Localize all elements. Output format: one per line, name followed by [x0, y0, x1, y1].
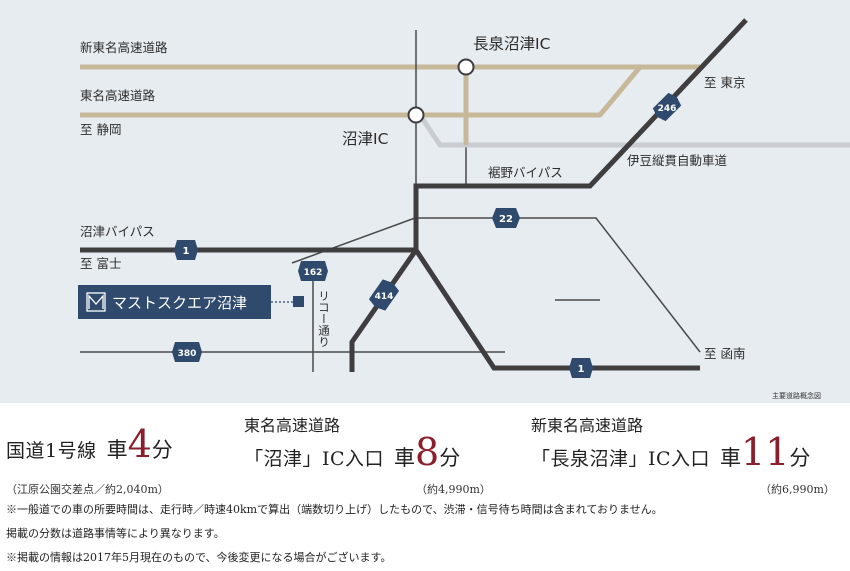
access-unit: 分: [151, 438, 173, 462]
property-location-marker: [293, 296, 304, 307]
access-route1: 国道1号線車4分: [6, 425, 173, 464]
road-minor-diagonal: [291, 217, 416, 264]
route-shield-icon: [569, 358, 593, 378]
access-minutes: 4: [127, 422, 152, 466]
badge-380: 380: [172, 342, 202, 362]
road-tomei: [80, 65, 642, 118]
route-shield-icon: [652, 92, 682, 122]
road-22: [416, 217, 701, 353]
access-title: 「沼津」IC入口: [244, 448, 385, 470]
badge-414: 414: [368, 279, 400, 311]
label-numazu-ic: 沼津IC: [342, 130, 388, 148]
access-minutes: 11: [741, 430, 790, 474]
badge-1-left: 1: [174, 240, 198, 260]
svg-text:162: 162: [304, 268, 323, 278]
label-susono-bypass: 裾野バイパス: [488, 165, 563, 180]
road-izu-jukan: [417, 113, 850, 148]
map-note: 主要道路概念図: [772, 391, 821, 400]
access-car: 車: [720, 446, 742, 470]
route-shield-icon: [172, 342, 202, 362]
road-route1-south: [413, 248, 700, 371]
route-shield-icon: [368, 279, 400, 311]
access-shin-tomei-subtitle: 新東名高速道路: [531, 416, 644, 435]
access-unit: 分: [789, 446, 811, 470]
route-shield-icon: [492, 208, 520, 228]
route-shield-icon: [174, 240, 198, 260]
access-car: 車: [394, 446, 416, 470]
svg-text:1: 1: [183, 246, 190, 257]
expressways: [80, 64, 700, 145]
access-car: 車: [106, 438, 128, 462]
access-tomei-distance: （約4,990m）: [416, 483, 491, 496]
label-nagaizumi-ic: 長泉沼津IC: [473, 35, 550, 53]
road-map: 新東名高速道路 東名高速道路 至 静岡 至 東京 伊豆縦貫自動車道 裾野バイパス…: [0, 0, 850, 403]
note-info-date: ※掲載の情報は2017年5月現在のもので、今後変更になる場合がございます。: [6, 551, 392, 564]
svg-text:246: 246: [658, 104, 677, 114]
road-414: [349, 248, 419, 372]
label-numazu-bypass: 沼津バイパス: [80, 224, 155, 239]
access-shin-tomei-distance: （約6,990m）: [760, 483, 835, 496]
badge-1-bottom: 1: [569, 358, 593, 378]
route-shield-icon: [298, 261, 328, 281]
nagaizumi-ic-marker: [457, 58, 475, 76]
label-to-kannami: 至 函南: [704, 346, 745, 361]
property-logo-icon: [86, 292, 106, 312]
note-travel-time: ※一般道での車の所要時間は、走行時／時速40kmで算出（端数切り上げ）したもので…: [6, 503, 663, 516]
access-shin-tomei: 「長泉沼津」IC入口車11分: [531, 433, 810, 472]
property-marker: マストスクエア沼津: [78, 285, 304, 319]
label-tomei: 東名高速道路: [80, 88, 156, 103]
label-to-shizuoka: 至 静岡: [80, 122, 121, 137]
badge-162: 162: [298, 261, 328, 281]
label-shin-tomei: 新東名高速道路: [80, 40, 168, 55]
access-unit: 分: [439, 446, 461, 470]
property-label-box: [78, 285, 271, 319]
note-varies: 掲載の分数は道路事情等により異なります。: [6, 527, 225, 540]
access-title: 国道1号線: [6, 440, 97, 462]
label-izu-jukan: 伊豆縦貫自動車道: [627, 153, 728, 168]
access-minutes: 8: [415, 430, 440, 474]
label-ricoh-street: リコー通り: [317, 290, 331, 348]
access-route1-distance: （江原公園交差点／約2,040m）: [6, 483, 169, 496]
badge-246: 246: [652, 92, 682, 122]
access-panel: 国道1号線車4分 （江原公園交差点／約2,040m） 東名高速道路 「沼津」IC…: [0, 403, 850, 571]
access-tomei: 「沼津」IC入口車8分: [244, 433, 460, 472]
svg-text:22: 22: [499, 214, 513, 225]
svg-text:414: 414: [375, 292, 394, 302]
badge-22: 22: [492, 208, 520, 228]
numazu-ic-marker: [407, 106, 425, 124]
label-to-tokyo: 至 東京: [704, 75, 745, 90]
property-name: マストスクエア沼津: [112, 294, 247, 312]
label-to-fuji: 至 富士: [80, 256, 121, 271]
access-tomei-subtitle: 東名高速道路: [244, 416, 341, 435]
access-title: 「長泉沼津」IC入口: [531, 448, 711, 470]
svg-text:1: 1: [578, 364, 585, 375]
map-background: [0, 0, 850, 403]
svg-text:380: 380: [178, 349, 197, 359]
